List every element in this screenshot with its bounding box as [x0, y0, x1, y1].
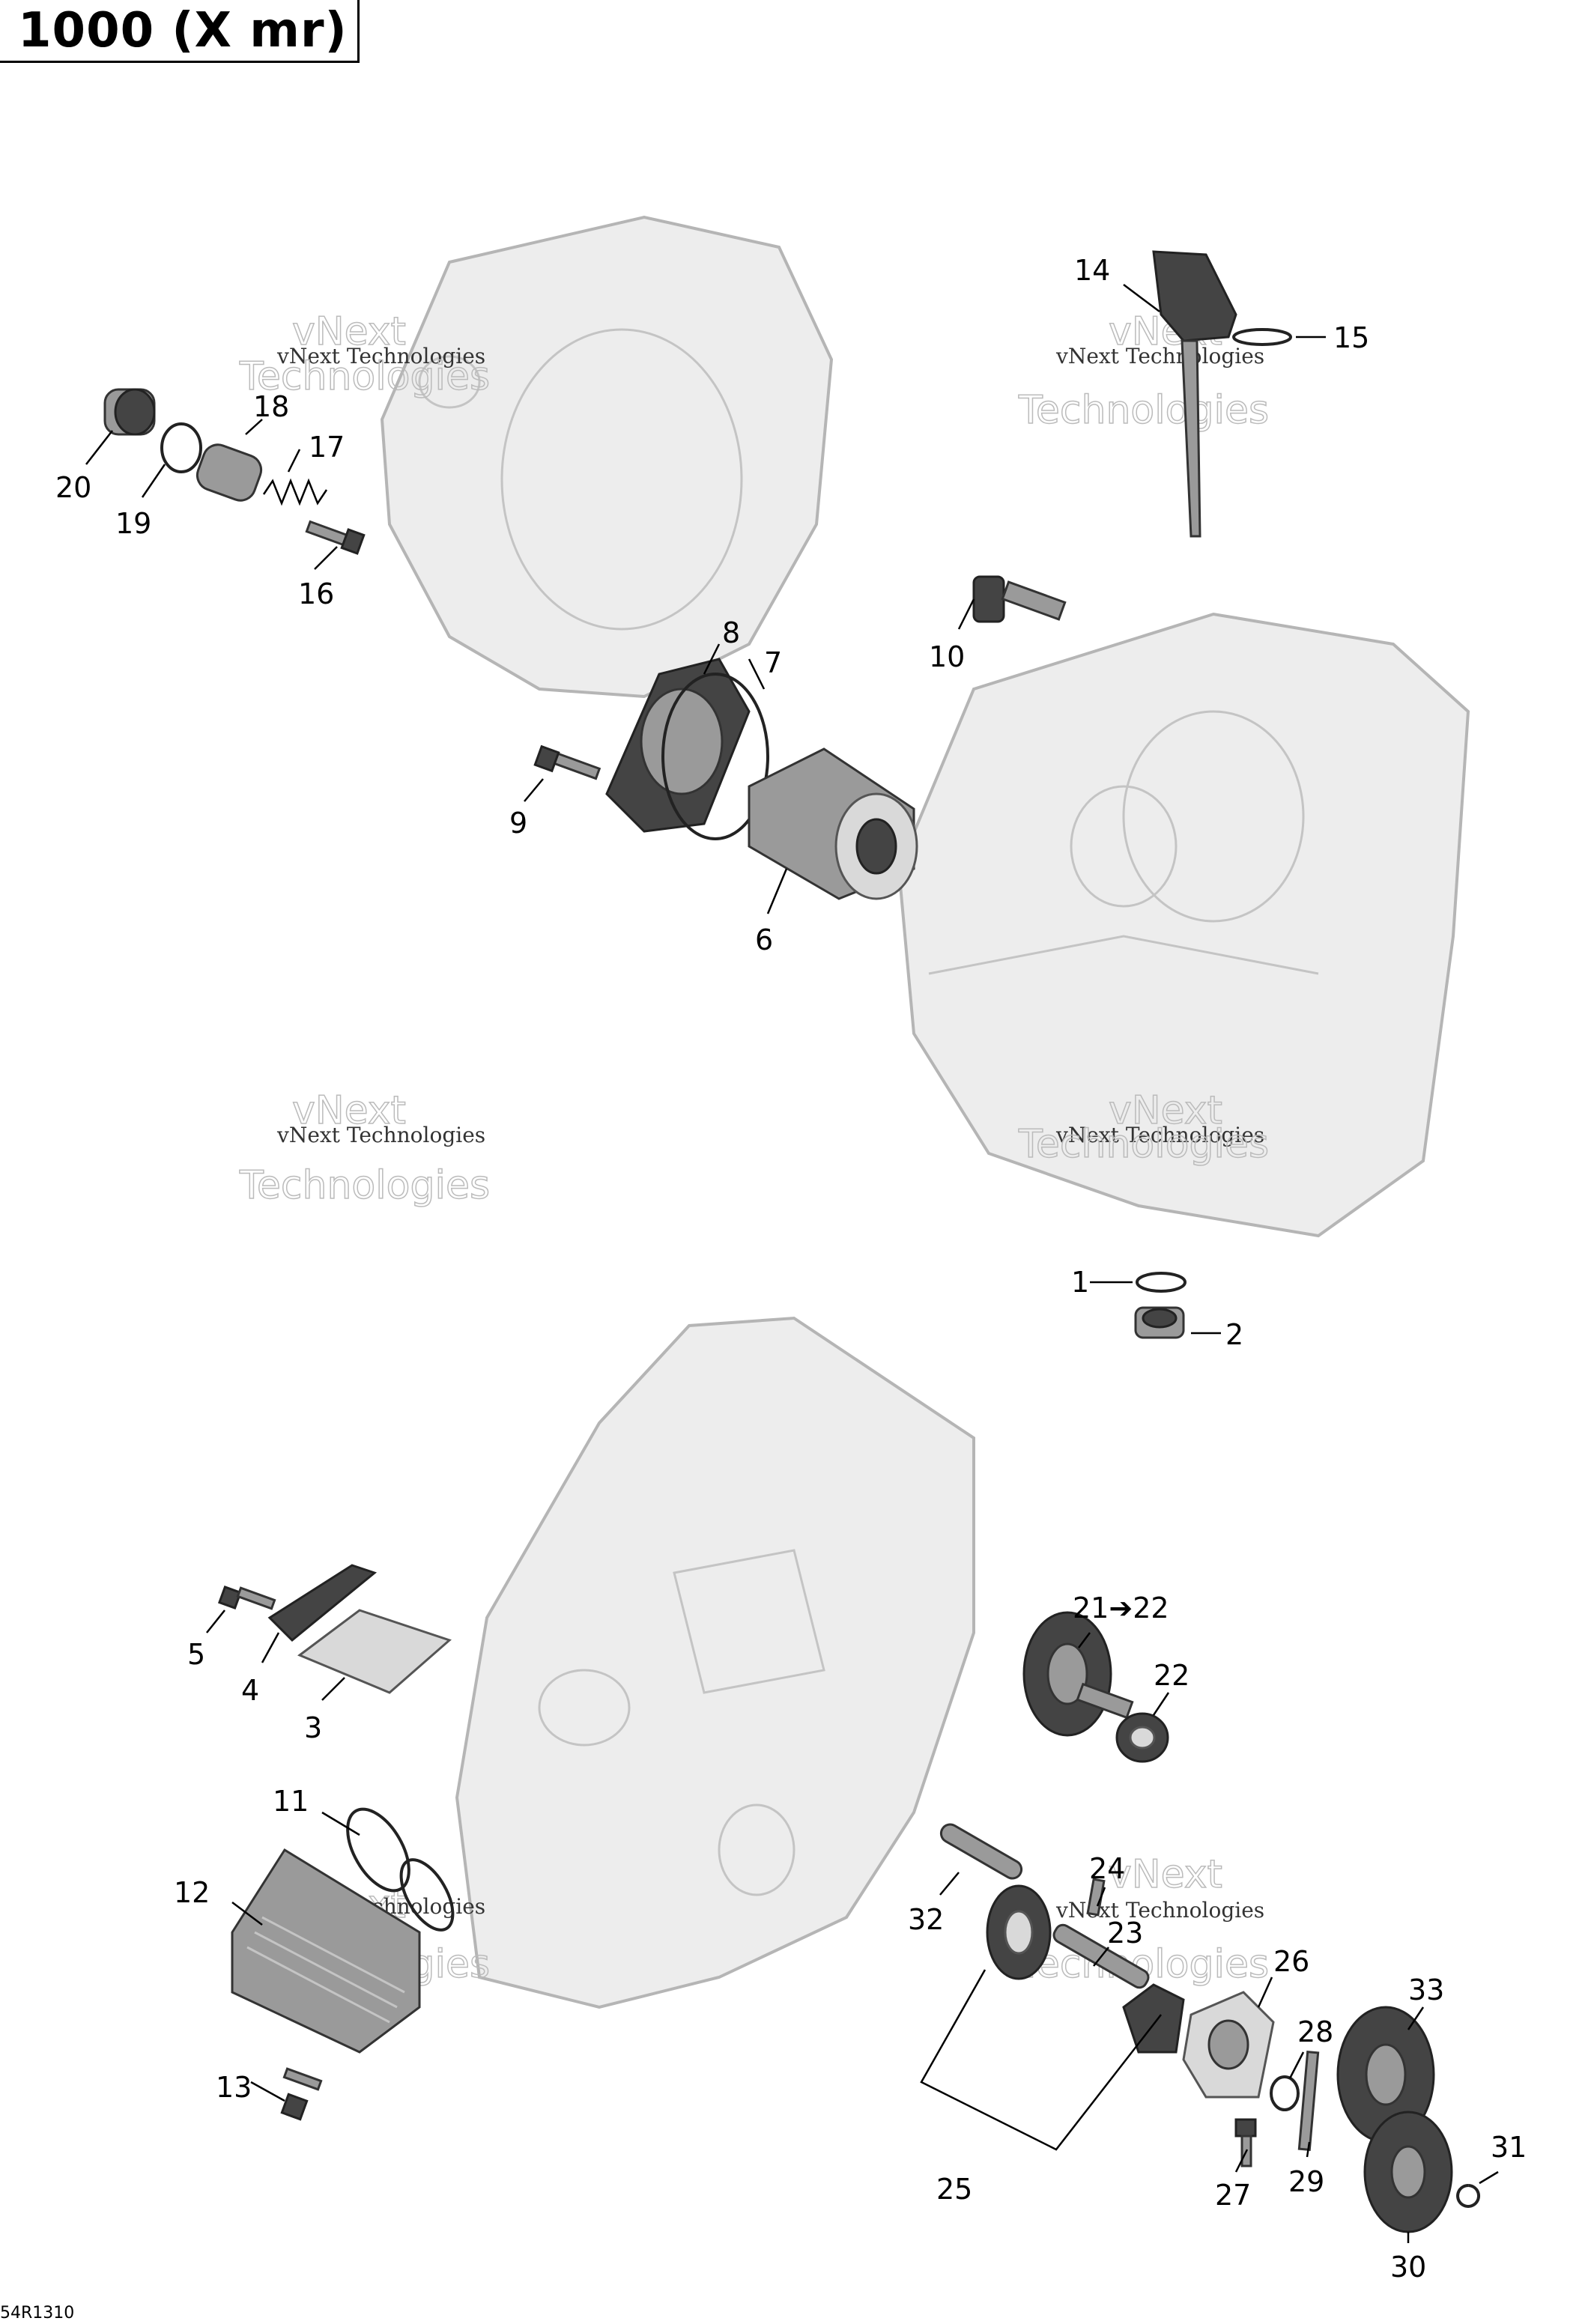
part-4-bracket: [267, 1564, 378, 1642]
callout-26: 26: [1273, 1945, 1309, 1978]
callout-12: 12: [174, 1876, 210, 1909]
part-25-inner-rotor: [1122, 1983, 1185, 2054]
callout-1: 1: [1071, 1266, 1089, 1299]
part-31-clip: [1456, 2184, 1481, 2208]
callout-6: 6: [755, 923, 773, 956]
callout-24: 24: [1089, 1852, 1125, 1885]
callout-16: 16: [298, 577, 334, 610]
svg-text:vNext Technologies: vNext Technologies: [1055, 344, 1264, 368]
callout-7: 7: [764, 646, 782, 679]
part-7-o-ring: [661, 673, 769, 840]
part-6-oil-filter: [748, 747, 918, 900]
part-1-gasket: [1136, 1272, 1187, 1293]
part-3-strainer: [297, 1609, 452, 1694]
callout-11: 11: [273, 1785, 309, 1818]
svg-text:vNext: vNext: [1109, 1852, 1222, 1897]
part-20-plug: [103, 388, 156, 436]
callout-labels: 1 2 3 4 5 6 7 8 9 10 11 12 13 14 15 16 1…: [55, 254, 1527, 2284]
svg-text:vNext Technologies: vNext Technologies: [276, 1123, 485, 1147]
callout-17: 17: [309, 431, 345, 464]
part-5-screw: [217, 1585, 276, 1610]
svg-text:vNext: vNext: [292, 309, 406, 354]
callout-4: 4: [241, 1674, 259, 1707]
part-2-drain-plug: [1134, 1306, 1185, 1339]
svg-text:vNext: vNext: [292, 1088, 406, 1133]
callout-13: 13: [216, 2071, 252, 2104]
part-17-spring: [262, 478, 328, 506]
callout-10: 10: [929, 640, 965, 673]
reference-code: 54R1310: [0, 2304, 75, 2323]
part-13-screw: [280, 2067, 323, 2121]
part-11-seal-rings: [346, 1807, 455, 1932]
leader-lines: [85, 284, 1499, 2243]
part-21-gear: [1022, 1611, 1134, 1737]
svg-text:vNext Technologies: vNext Technologies: [276, 344, 485, 368]
watermark-top-left: vNext vNext Technologies Technologies: [238, 309, 491, 400]
watermark-mid-right: vNext vNext Technologies Technologies: [1017, 1087, 1270, 1168]
part-12-oil-cooler: [231, 1848, 421, 2054]
svg-text:Technologies: Technologies: [1018, 1122, 1269, 1167]
callout-31: 31: [1491, 2131, 1527, 2164]
watermark-mid-left: vNext vNext Technologies Technologies: [238, 1087, 491, 1209]
svg-text:Technologies: Technologies: [239, 354, 490, 399]
part-26-pump-cover: [1182, 1991, 1275, 2099]
part-30-gear: [1363, 2111, 1453, 2233]
svg-text:Technologies: Technologies: [239, 1163, 490, 1208]
magneto-cover-housing: [380, 215, 834, 699]
part-27-screw: [1234, 2118, 1257, 2167]
part-14-dipstick: [1152, 250, 1237, 538]
lower-crankcase-housing: [455, 1316, 975, 2009]
callout-28: 28: [1297, 2015, 1333, 2048]
callout-30: 30: [1390, 2251, 1426, 2284]
part-28-washer: [1270, 2075, 1300, 2111]
callout-21: 21➔22: [1073, 1592, 1169, 1624]
part-8-oil-filter-cover: [605, 658, 751, 833]
part-10-sensor: [972, 575, 1067, 623]
part-16-screw: [305, 520, 366, 555]
part-22-bearing: [1115, 1712, 1169, 1763]
callout-19: 19: [115, 507, 151, 540]
upper-crankcase-housing: [897, 612, 1470, 1238]
watermark-bottom-right: vNext vNext Technologies Technologies: [1017, 1851, 1270, 1988]
callout-27: 27: [1215, 2179, 1251, 2212]
callout-14: 14: [1074, 254, 1110, 287]
callout-25: 25: [936, 2173, 972, 2206]
callout-3: 3: [304, 1711, 322, 1744]
callout-15: 15: [1333, 321, 1369, 354]
svg-text:vNext: vNext: [1109, 1088, 1222, 1133]
callout-22: 22: [1154, 1659, 1190, 1692]
svg-text:vNext Technologies: vNext Technologies: [1055, 1898, 1264, 1923]
part-18-valve: [196, 443, 263, 502]
callout-8: 8: [722, 616, 740, 649]
callout-32: 32: [908, 1903, 944, 1936]
callout-33: 33: [1408, 1973, 1444, 2006]
diagram-title-box: 1000 (X mr): [0, 0, 360, 63]
part-32-pin: [939, 1823, 1023, 1880]
callout-23: 23: [1107, 1917, 1143, 1950]
diagram-title: 1000 (X mr): [18, 3, 348, 58]
callout-20: 20: [55, 471, 91, 504]
callout-29: 29: [1288, 2165, 1324, 2198]
callout-9: 9: [509, 807, 527, 840]
svg-text:Technologies: Technologies: [1018, 388, 1269, 433]
part-25-oil-pump-rotors: [986, 1884, 1052, 1980]
part-15-o-ring: [1232, 328, 1292, 346]
callout-2: 2: [1225, 1318, 1243, 1351]
svg-text:vNext Technologies: vNext Technologies: [1055, 1123, 1264, 1147]
part-9-screw: [533, 744, 601, 780]
part-19-o-ring: [160, 422, 202, 473]
callout-18: 18: [253, 390, 289, 423]
callout-5: 5: [187, 1638, 205, 1671]
part-29-pin: [1297, 2051, 1320, 2151]
